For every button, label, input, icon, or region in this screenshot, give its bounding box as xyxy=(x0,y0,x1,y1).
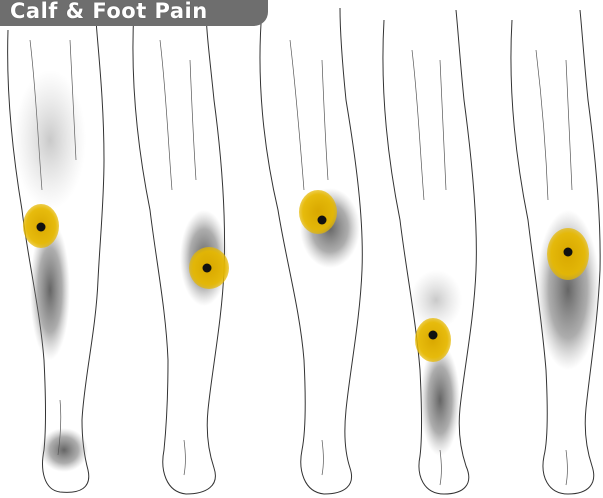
leg-4 xyxy=(383,10,476,494)
leg-2-trigger-core xyxy=(203,264,212,273)
leg-3-trigger-point xyxy=(299,190,337,234)
leg-1 xyxy=(8,20,104,492)
leg-5-trigger-core xyxy=(564,248,573,257)
leg-1-trigger-core xyxy=(37,223,46,232)
leg-4-referred-calf xyxy=(420,344,460,456)
leg-3 xyxy=(260,8,362,494)
leg-4-trigger-point xyxy=(415,318,451,362)
leg-1-stipple-thigh xyxy=(14,70,86,210)
leg-4-trigger-core xyxy=(429,331,438,340)
leg-1-referred-foot xyxy=(40,428,88,472)
page-title: Calf & Foot Pain xyxy=(0,0,268,26)
leg-5 xyxy=(511,10,600,494)
leg-3-trigger-core xyxy=(318,216,327,225)
leg-2 xyxy=(133,8,229,494)
